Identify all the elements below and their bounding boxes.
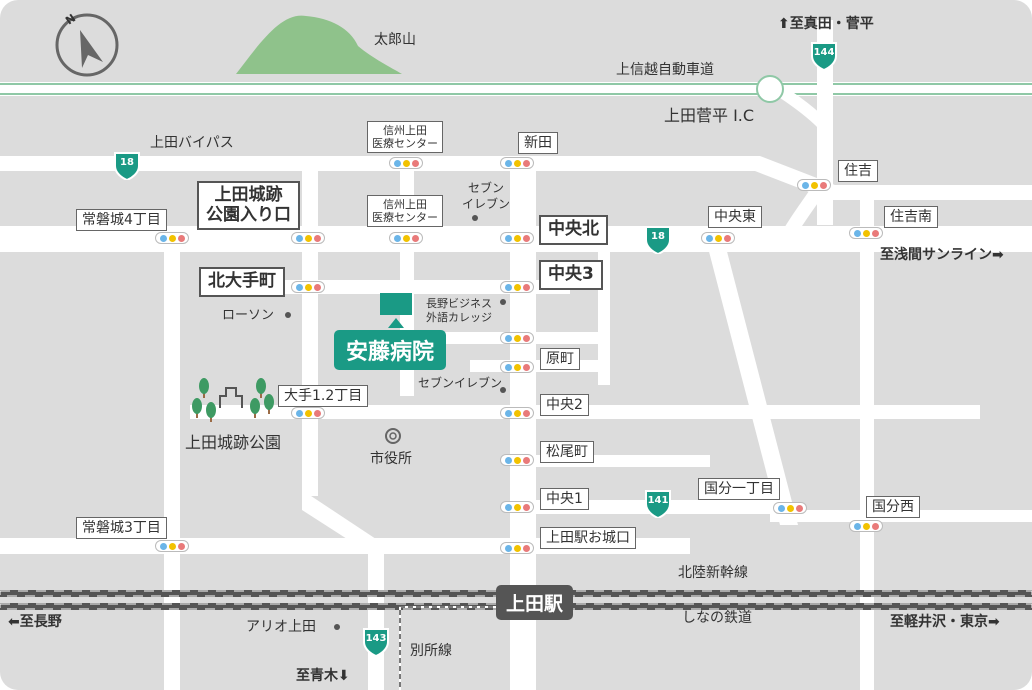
intersection-haramachi: 原町 [540, 348, 580, 371]
route-144-shield: 144 [810, 40, 838, 72]
landmark-nagano-business-college: 長野ビジネス 外語カレッジ [426, 297, 492, 325]
route-number: 143 [365, 633, 387, 644]
traffic-signal-icon [291, 407, 325, 419]
route-141-shield: 141 [644, 488, 672, 520]
landmark-castle-park: 上田城跡公園 [185, 433, 282, 452]
traffic-signal-icon [849, 227, 883, 239]
traffic-signal-icon [500, 157, 534, 169]
intersection-chuo-higashi: 中央東 [708, 206, 762, 229]
intersection-kokubu-nishi: 国分西 [866, 496, 920, 519]
ueda-station-label[interactable]: 上田駅 [496, 585, 574, 620]
traffic-signal-icon [849, 520, 883, 532]
traffic-signal-icon [500, 232, 534, 244]
route-number: 144 [813, 47, 835, 58]
poi-dot-icon [472, 215, 478, 221]
traffic-signal-icon [500, 332, 534, 344]
poi-dot-icon [285, 312, 291, 318]
bypass-label: 上田バイパス [150, 135, 234, 151]
traffic-signal-icon [389, 157, 423, 169]
traffic-signal-icon [155, 232, 189, 244]
landmark-city-hall: 市役所 [370, 451, 412, 467]
intersection-medical-center-north: 信州上田 医療センター [367, 121, 443, 154]
intersection-castle-park-entrance: 上田城跡 公園入り口 [197, 181, 300, 231]
intersection-shinden: 新田 [518, 132, 558, 155]
intersection-chuo-1: 中央1 [540, 488, 589, 511]
intersection-tokiwagi-4: 常磐城4丁目 [76, 209, 167, 232]
traffic-signal-icon [773, 502, 807, 514]
intersection-chuo-3: 中央3 [539, 260, 603, 290]
traffic-signal-icon [155, 540, 189, 552]
intersection-kokubu-1: 国分一丁目 [698, 478, 780, 501]
intersection-kita-otemachi: 北大手町 [199, 267, 285, 297]
intersection-tokiwagi-3: 常磐城3丁目 [76, 517, 167, 540]
direction-southeast: 至軽井沢・東京➡ [890, 614, 1000, 630]
poi-dot-icon [334, 624, 340, 630]
expressway-label: 上信越自動車道 [616, 62, 714, 78]
shinkansen-label: 北陸新幹線 [678, 565, 748, 581]
hospital-marker-label[interactable]: 安藤病院 [334, 330, 447, 370]
ic-label: 上田菅平 I.C [664, 106, 755, 125]
intersection-sumiyoshi-minami: 住吉南 [884, 206, 938, 229]
traffic-signal-icon [500, 407, 534, 419]
mountain-label: 太郎山 [374, 32, 416, 48]
intersection-chuo-kita: 中央北 [539, 215, 608, 245]
intersection-ote-1-2: 大手1.2丁目 [278, 385, 369, 408]
traffic-signal-icon [500, 542, 534, 554]
direction-east: 至浅間サンライン➡ [880, 247, 1004, 263]
direction-north: ⬆至真田・菅平 [778, 16, 874, 32]
intersection-medical-center: 信州上田 医療センター [367, 195, 443, 228]
traffic-signal-icon [701, 232, 735, 244]
poi-dot-icon [500, 387, 506, 393]
landmark-seven-eleven-south: セブンイレブン [418, 376, 503, 390]
mountain-shape [236, 15, 402, 74]
route-18-shield-west: 18 [113, 150, 141, 182]
intersection-ueda-station-oshiro: 上田駅お城口 [540, 527, 636, 550]
route-number: 18 [120, 157, 134, 168]
traffic-signal-icon [500, 281, 534, 293]
park-trees [192, 378, 274, 422]
route-143-shield: 143 [362, 626, 390, 658]
intersection-chuo-2: 中央2 [540, 394, 589, 417]
traffic-signal-icon [500, 454, 534, 466]
poi-dot-icon [500, 299, 506, 305]
landmark-ario-ueda: アリオ上田 [246, 619, 316, 635]
traffic-signal-icon [291, 281, 325, 293]
traffic-signal-icon [500, 501, 534, 513]
intersection-sumiyoshi: 住吉 [838, 160, 878, 183]
direction-west: ⬅至長野 [8, 614, 62, 630]
traffic-signal-icon [291, 232, 325, 244]
traffic-signal-icon [389, 232, 423, 244]
shinano-railway-label: しなの鉄道 [682, 610, 752, 626]
traffic-signal-icon [500, 361, 534, 373]
route-number: 18 [651, 231, 665, 242]
intersection-matsuomachi: 松尾町 [540, 441, 594, 464]
bessho-line-label: 別所線 [410, 643, 452, 659]
direction-south: 至青木⬇ [296, 668, 350, 684]
traffic-signal-icon [797, 179, 831, 191]
landmark-lawson: ローソン [222, 308, 275, 323]
landmark-seven-eleven-north: セブン イレブン [462, 181, 511, 211]
route-number: 141 [647, 495, 669, 506]
route-18-shield-east: 18 [644, 224, 672, 256]
